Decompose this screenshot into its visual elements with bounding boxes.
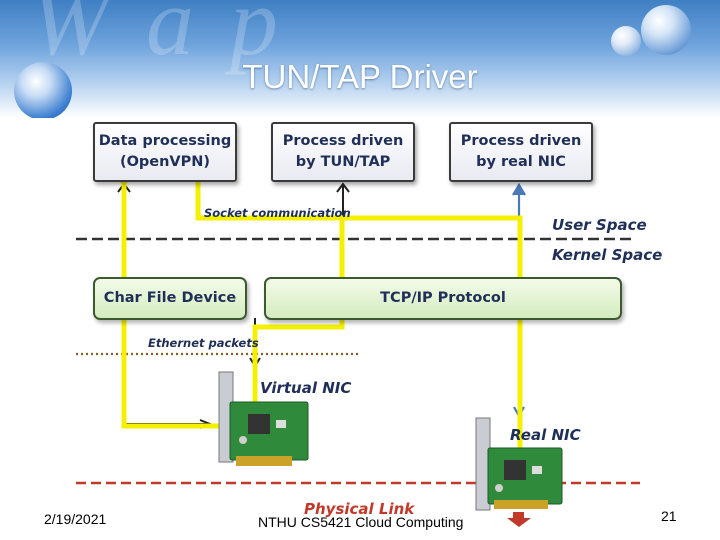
ethernet-packets-label: Ethernet packets: [148, 336, 259, 350]
real-nic-process-line2: by real NIC: [476, 154, 566, 170]
tuntap-process-line1: Process driven: [282, 133, 404, 149]
real-nic-card-icon: [475, 417, 563, 511]
real-nic-process-box: Process driven by real NIC: [449, 122, 593, 182]
footer-page-number: 21: [661, 508, 677, 524]
bubble-decoration-right-small: [611, 26, 641, 56]
data-processing-box: Data processing (OpenVPN): [93, 122, 237, 182]
user-space-label: User Space: [552, 216, 647, 234]
char-file-device-box: Char File Device: [93, 277, 247, 320]
physical-link-label: Physical Link: [304, 500, 415, 518]
kernel-space-label: Kernel Space: [552, 246, 663, 264]
data-processing-line1: Data processing: [98, 133, 232, 149]
footer-course: NTHU CS5421 Cloud Computing: [258, 514, 464, 530]
tuntap-process-line2: by TUN/TAP: [295, 154, 391, 170]
bubble-decoration-left: [14, 62, 72, 118]
data-processing-line2: (OpenVPN): [119, 154, 211, 170]
bubble-decoration-right-large: [641, 5, 691, 55]
char-file-device-label: Char File Device: [103, 290, 237, 306]
slide-header: W a p: [0, 0, 720, 118]
physical-link-arrow-icon: [507, 512, 531, 527]
watermark-decoration: W a p: [30, 0, 284, 75]
virtual-nic-label: Virtual NIC: [260, 379, 352, 397]
real-nic-label: Real NIC: [510, 426, 581, 444]
socket-communication-label: Socket communication: [204, 206, 351, 220]
tuntap-process-box: Process driven by TUN/TAP: [271, 122, 415, 182]
slide-title: TUN/TAP Driver: [242, 58, 478, 95]
tcpip-protocol-label: TCP/IP Protocol: [380, 290, 506, 306]
virtual-nic-card-icon: [218, 371, 309, 466]
tuntap-arrow-head: [336, 182, 350, 193]
footer-date: 2/19/2021: [44, 511, 107, 527]
tcpip-protocol-box: TCP/IP Protocol: [264, 277, 622, 320]
real-nic-process-line1: Process driven: [460, 133, 582, 149]
